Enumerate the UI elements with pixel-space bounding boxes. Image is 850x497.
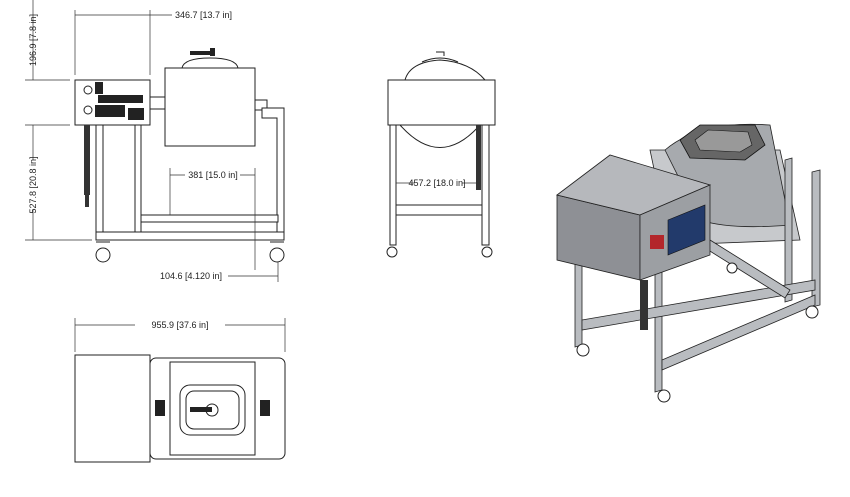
dim-control-box-height: 196.9 [7.8 in]	[28, 14, 38, 66]
dim-drum-rail-span: 381 [15.0 in]	[188, 170, 238, 180]
caster	[95, 247, 111, 263]
top-view: 955.9 [37.6 in]	[74, 318, 286, 463]
caster	[576, 343, 590, 357]
drum-lid	[181, 57, 239, 69]
drum	[164, 67, 256, 147]
isometric-view	[556, 123, 821, 403]
lid-top	[179, 384, 246, 436]
side-view: 457.2 [18.0 in]	[386, 51, 496, 258]
front-dimensions: 346.7 [13.7 in] 196.9 [7.8 in] 527.8 [20…	[25, 0, 279, 282]
dim-caster-offset: 104.6 [4.120 in]	[160, 271, 222, 281]
dim-box-bottom-height: 527.8 [20.8 in]	[28, 156, 38, 213]
dim-overall-length: 955.9 [37.6 in]	[151, 320, 208, 330]
caster	[269, 247, 285, 263]
drum-dome	[404, 59, 487, 81]
dim-side-width: 457.2 [18.0 in]	[408, 178, 465, 188]
caster	[805, 305, 819, 319]
front-view	[74, 48, 285, 263]
power-cord	[84, 125, 90, 195]
caster	[657, 389, 671, 403]
caster	[726, 262, 738, 274]
dim-control-box-width: 346.7 [13.7 in]	[175, 10, 232, 20]
